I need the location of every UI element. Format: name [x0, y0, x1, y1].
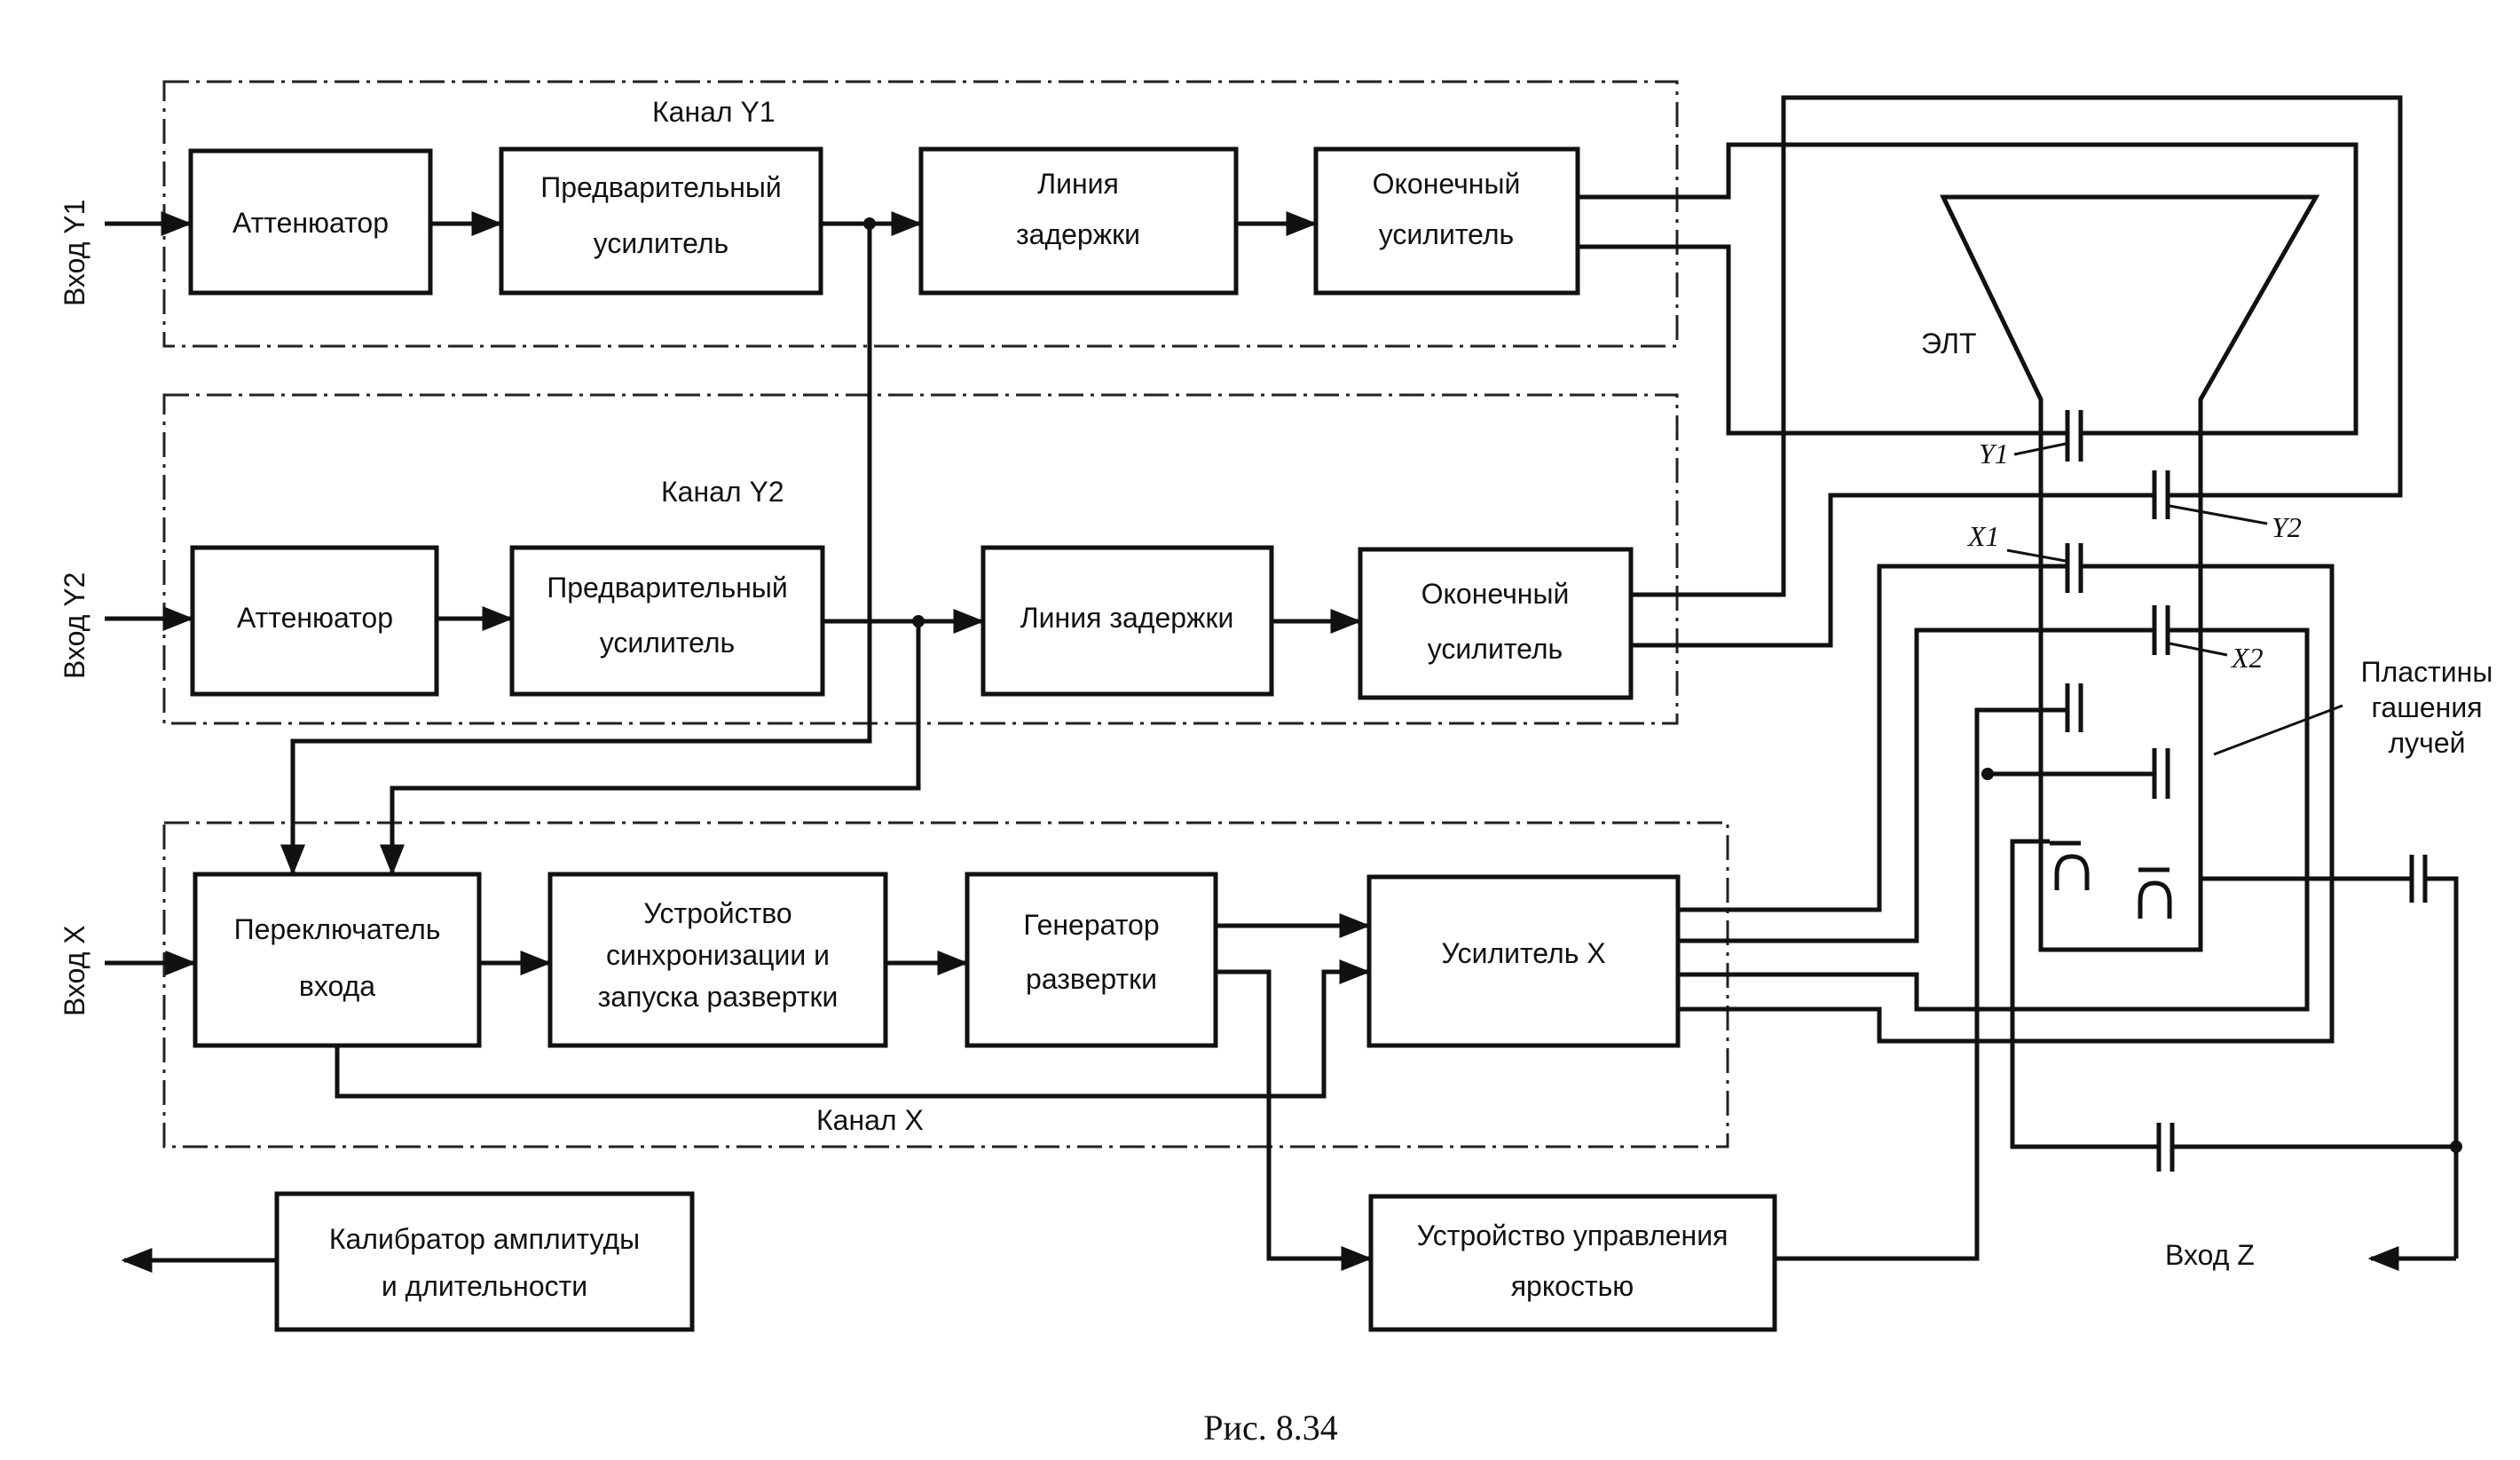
input-switch-text-1: Переключатель: [234, 913, 441, 945]
y1-output-amp-block: [1313, 146, 1580, 296]
y2-preamp-text-1: Предварительный: [547, 572, 788, 604]
wire-sweep-to-brightness: [1216, 969, 1373, 1271]
wire-y2-out-top: [1631, 95, 2403, 597]
wire-xamp-out-2: [1678, 627, 2154, 943]
y2-output-amp-block: [1358, 547, 1634, 700]
x-amplifier-text: Усилитель X: [1441, 937, 1605, 969]
y2-delay-block: [980, 545, 1274, 697]
plate-y2-capacitor: [2152, 470, 2170, 519]
input-y2-label: Вход Y2: [59, 572, 91, 679]
plate-x2-label: X2: [2230, 642, 2264, 674]
channel-y2-label: Канал Y2: [661, 476, 784, 508]
wire-bias-to-gun: [2010, 839, 2159, 1149]
sweep-generator-block: [965, 872, 1218, 1048]
plate-x1-leader: [2006, 548, 2067, 563]
y1-delay-text-2: задержки: [1016, 218, 1140, 250]
y1-output-amp-text-1: Оконечный: [1373, 168, 1521, 200]
crt-label: ЭЛТ: [1921, 328, 1976, 359]
y2-preamp-text-2: усилитель: [600, 627, 735, 659]
wire-y1-tap-to-switch: [280, 224, 872, 876]
wire-switch-to-xamp-bottom: [335, 959, 1371, 1099]
sweep-generator-text-1: Генератор: [1023, 909, 1159, 941]
plate-y1-label: Y1: [1979, 438, 2009, 470]
y1-delay-block: [918, 146, 1239, 296]
plate-x1-capacitor: [2065, 543, 2083, 593]
blanking-plates-label-2: гашения: [2371, 691, 2482, 723]
plate-x2-capacitor: [2152, 605, 2170, 655]
wire-brightness-to-blanking: [1775, 707, 2067, 1261]
plate-y2-leader: [2169, 504, 2268, 525]
y2-output-amp-text-2: усилитель: [1428, 633, 1563, 665]
calibrator-text-2: и длительности: [382, 1270, 587, 1302]
sync-text-1: Устройство: [643, 897, 791, 929]
z-coupling-capacitor-top: [2409, 855, 2428, 903]
sync-text-3: запуска развертки: [598, 981, 839, 1013]
wire-xamp-out-1: [1678, 564, 2067, 912]
sync-block: [547, 872, 888, 1048]
plate-y2-label: Y2: [2272, 511, 2302, 543]
channel-y2-frame: [162, 393, 1679, 725]
x-amplifier-block: [1366, 874, 1681, 1048]
y1-output-amp-text-2: усилитель: [1379, 218, 1514, 250]
wire-y1-out-bottom: [1578, 244, 2067, 436]
y1-attenuator-text: Аттенюатор: [232, 207, 389, 239]
plate-y1-leader: [2013, 442, 2067, 456]
cathode-grid-symbol: [2050, 840, 2172, 919]
sync-text-2: синхронизации и: [606, 939, 830, 971]
input-x-label: Вход X: [59, 925, 91, 1016]
y2-delay-text: Линия задержки: [1020, 602, 1234, 634]
wire-z-right: [2425, 876, 2459, 1259]
blanking-plate-upper: [2065, 683, 2083, 732]
input-z-label: Вход Z: [2165, 1239, 2255, 1271]
figure-caption: Рис. 8.34: [1203, 1408, 1337, 1448]
sweep-generator-text-2: развертки: [1026, 963, 1157, 995]
plate-x2-leader: [2169, 642, 2228, 657]
input-y1-label: Вход Y1: [59, 200, 91, 306]
blanking-plates-leader: [2213, 704, 2343, 756]
crt-outline: [1940, 194, 2320, 952]
blanking-plate-lower: [2152, 748, 2170, 799]
input-switch-text-2: входа: [299, 970, 375, 1002]
wire-y2-tap-to-switch: [380, 621, 921, 876]
wire-y2-out-bottom: [1631, 493, 2154, 648]
blanking-plates-label-3: лучей: [2388, 727, 2465, 759]
brightness-control-text-2: яркостью: [1511, 1270, 1634, 1302]
calibrator-block: [274, 1191, 695, 1332]
y2-output-amp-text-1: Оконечный: [1421, 578, 1570, 610]
y2-attenuator-text: Аттенюатор: [237, 602, 393, 634]
plate-y1-capacitor: [2065, 410, 2083, 462]
y1-delay-text-1: Линия: [1037, 168, 1119, 200]
z-coupling-capacitor-bottom: [2156, 1123, 2175, 1172]
y1-preamp-text-2: усилитель: [594, 227, 728, 259]
brightness-control-block: [1368, 1194, 1777, 1332]
wire-y1-out-top: [1578, 142, 2359, 436]
y2-preamp-block: [509, 545, 825, 697]
wire-xamp-out-3: [1678, 627, 2310, 1012]
wire-xamp-out-4: [1678, 564, 2335, 1044]
calibrator-text-1: Калибратор амплитуды: [329, 1223, 640, 1255]
channel-x-frame: [162, 821, 1729, 1148]
blanking-plates-label-1: Пластины: [2361, 656, 2493, 688]
y1-preamp-text-1: Предварительный: [540, 171, 782, 203]
brightness-control-text-1: Устройство управления: [1417, 1219, 1729, 1251]
channel-y1-label: Канал Y1: [652, 96, 776, 128]
input-switch-block: [193, 872, 482, 1048]
plate-x1-label: X1: [1966, 520, 2000, 552]
channel-x-label: Канал X: [816, 1104, 924, 1136]
